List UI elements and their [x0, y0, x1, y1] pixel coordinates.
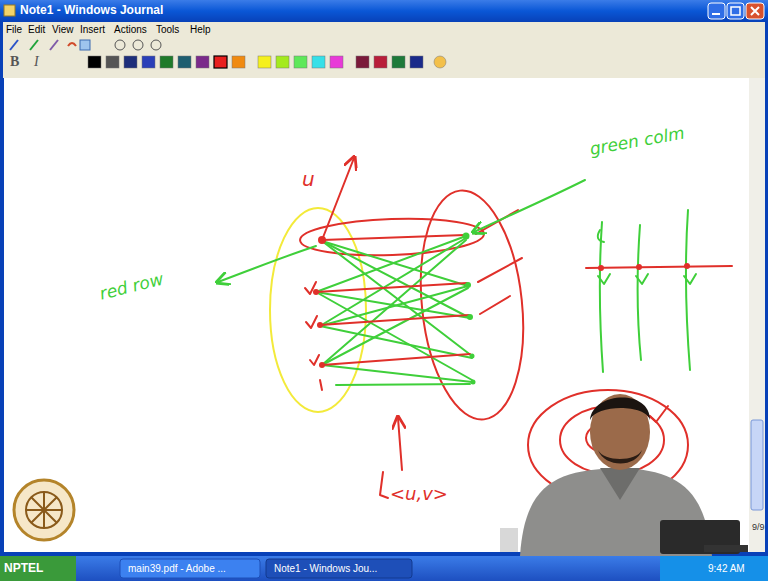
scrollbar: [749, 78, 765, 552]
window-title: Note1 - Windows Journal: [20, 4, 163, 17]
green-column-arrow: [474, 180, 585, 232]
task-button: [120, 559, 260, 578]
u-arrow: [322, 158, 354, 240]
handwritten-label: <u,v>: [390, 484, 448, 504]
handwritten-label: green colm: [588, 123, 686, 158]
clock: 9:42 AM: [708, 563, 745, 574]
task-label: Note1 - Windows Jou...: [274, 563, 377, 574]
page-number: 9/9: [752, 523, 765, 533]
app-icon: [4, 5, 15, 16]
menu-item: Edit: [28, 24, 45, 35]
channel-logo: NPTEL: [4, 562, 43, 575]
tray: [660, 556, 768, 581]
bold-button: B: [10, 54, 19, 69]
red-row-arrow: [218, 246, 316, 282]
task-label: main39.pdf - Adobe ...: [128, 563, 226, 574]
taskbar: [0, 556, 768, 581]
presenter-video: [500, 394, 748, 556]
italic-button: I: [34, 54, 39, 69]
toolbar: [3, 38, 765, 78]
menu-item: Tools: [156, 24, 179, 35]
red-edges: [305, 210, 522, 390]
start-button: [0, 556, 76, 581]
pen-tools: [10, 40, 161, 50]
bracket: [380, 472, 388, 498]
nptel-logo: [14, 480, 74, 540]
scroll-thumb: [751, 420, 763, 510]
task-button: [266, 559, 412, 578]
handwritten-label: u: [302, 168, 315, 190]
title-bar: [0, 0, 768, 22]
edge-arrow: [398, 418, 402, 470]
menu-item: Actions: [114, 24, 147, 35]
handwritten-sketch: [218, 158, 732, 500]
window-buttons: [708, 3, 764, 19]
handwritten-label: red row: [98, 270, 166, 304]
menu-item: Help: [190, 24, 211, 35]
row-ellipse: [299, 216, 484, 258]
menu-item: File: [6, 24, 22, 35]
right-set-ellipse: [410, 185, 533, 424]
menu-item: Insert: [80, 24, 105, 35]
menu-bar: [3, 22, 765, 38]
adjacency-grid-sketch: [586, 210, 732, 372]
color-swatches: [88, 56, 446, 68]
green-edges: [316, 236, 472, 385]
menu-item: View: [52, 24, 74, 35]
vertices: [313, 233, 476, 385]
